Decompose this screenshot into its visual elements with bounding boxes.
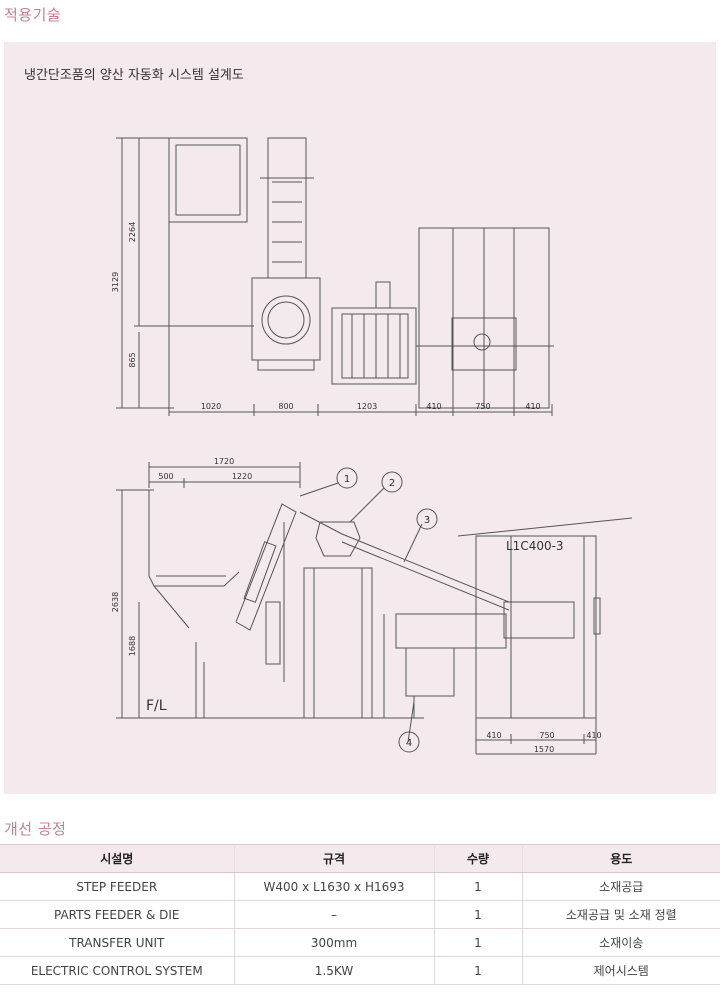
floor-level-label: F/L bbox=[146, 698, 167, 714]
header-quantity: 수량 bbox=[434, 844, 523, 873]
dim-side-bottom-2: 750 bbox=[539, 731, 554, 740]
cell-facility-name: STEP FEEDER bbox=[0, 872, 235, 901]
dim-top-horizontal-2: 800 bbox=[278, 402, 293, 411]
cell-usage: 소재공급 및 소재 정렬 bbox=[522, 900, 720, 929]
cell-quantity: 1 bbox=[434, 872, 523, 901]
cell-quantity: 1 bbox=[434, 928, 523, 957]
cell-usage: 소재공급 bbox=[522, 872, 720, 901]
header-usage: 용도 bbox=[522, 844, 720, 873]
cell-spec: 300mm bbox=[234, 928, 435, 957]
cell-spec: – bbox=[234, 900, 435, 929]
callout-1: 1 bbox=[344, 474, 350, 485]
callout-4: 4 bbox=[406, 738, 412, 749]
table-row: PARTS FEEDER & DIE – 1 소재공급 및 소재 정렬 bbox=[0, 900, 720, 929]
callout-3: 3 bbox=[424, 515, 430, 526]
cell-usage: 제어시스템 bbox=[522, 956, 720, 985]
dim-top-vertical-upper: 2264 bbox=[128, 222, 137, 242]
cell-spec: 1.5KW bbox=[234, 956, 435, 985]
model-label: L1C400-3 bbox=[506, 539, 564, 553]
dim-side-top-total: 1720 bbox=[214, 457, 234, 466]
facility-spec-table: 시설명 규격 수량 용도 STEP FEEDER W400 x L1630 x … bbox=[0, 844, 720, 985]
dim-top-horizontal-3: 1203 bbox=[357, 402, 377, 411]
drawing-panel: 냉간단조품의 양산 자동화 시스템 설계도 bbox=[4, 42, 716, 794]
table-header-row: 시설명 규격 수량 용도 bbox=[0, 844, 720, 873]
cell-facility-name: PARTS FEEDER & DIE bbox=[0, 900, 235, 929]
drawing-caption: 냉간단조품의 양산 자동화 시스템 설계도 bbox=[24, 68, 244, 83]
dim-side-vertical-lower: 1688 bbox=[128, 636, 137, 656]
technical-drawing: 3129 2264 865 1020 800 1203 410 750 410 … bbox=[111, 137, 633, 755]
callout-2: 2 bbox=[389, 478, 395, 489]
dim-top-vertical-lower: 865 bbox=[128, 352, 137, 367]
dim-side-bottom-1: 410 bbox=[486, 731, 501, 740]
table-row: ELECTRIC CONTROL SYSTEM 1.5KW 1 제어시스템 bbox=[0, 956, 720, 985]
dim-top-horizontal-1: 1020 bbox=[201, 402, 221, 411]
dim-side-top-left: 500 bbox=[158, 472, 173, 481]
section-title-applied-tech: 적용기술 bbox=[4, 6, 62, 24]
cell-quantity: 1 bbox=[434, 900, 523, 929]
table-row: TRANSFER UNIT 300mm 1 소재이송 bbox=[0, 928, 720, 957]
section-title-improved-process: 개선 공정 bbox=[4, 820, 67, 838]
dim-side-vertical-total: 2638 bbox=[111, 592, 120, 612]
dim-top-horizontal-4: 410 bbox=[426, 402, 441, 411]
cell-usage: 소재이송 bbox=[522, 928, 720, 957]
dim-top-vertical-total: 3129 bbox=[111, 272, 120, 292]
dim-side-bottom-3: 410 bbox=[586, 731, 601, 740]
dim-side-top-right: 1220 bbox=[232, 472, 252, 481]
cell-facility-name: ELECTRIC CONTROL SYSTEM bbox=[0, 956, 235, 985]
cell-quantity: 1 bbox=[434, 956, 523, 985]
header-spec: 규격 bbox=[234, 844, 435, 873]
cell-spec: W400 x L1630 x H1693 bbox=[234, 872, 435, 901]
dim-side-bottom-total: 1570 bbox=[534, 745, 554, 754]
table-row: STEP FEEDER W400 x L1630 x H1693 1 소재공급 bbox=[0, 872, 720, 901]
header-facility-name: 시설명 bbox=[0, 844, 235, 873]
cell-facility-name: TRANSFER UNIT bbox=[0, 928, 235, 957]
dim-top-horizontal-6: 410 bbox=[525, 402, 540, 411]
dim-top-horizontal-5: 750 bbox=[475, 402, 490, 411]
